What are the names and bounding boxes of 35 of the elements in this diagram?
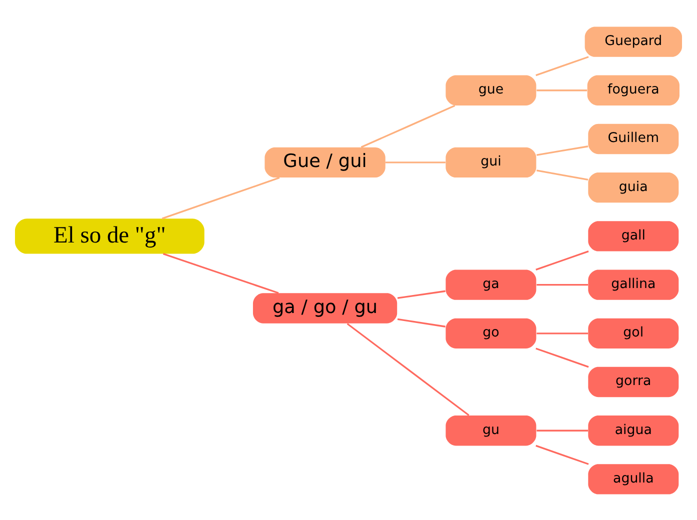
node-box: gorra (588, 366, 679, 397)
node-box: Guepard (584, 26, 682, 56)
connector (536, 145, 588, 156)
node-box: gall (588, 220, 679, 251)
connector (536, 56, 589, 76)
connector (346, 322, 470, 416)
connector (536, 250, 589, 270)
connector (360, 104, 456, 148)
connector (536, 169, 588, 180)
node-box: Gue / gui (264, 146, 386, 178)
node-box: aigua (588, 415, 679, 446)
node-box: gu (446, 415, 536, 446)
connector (162, 252, 279, 294)
node-box: guia (588, 172, 679, 202)
connector (536, 429, 588, 431)
connector (536, 283, 588, 286)
node-box: go (446, 318, 536, 348)
node-box: agulla (588, 464, 679, 494)
node-box: foguera (587, 74, 680, 105)
node-box: ga / go / gu (252, 292, 398, 323)
connector (536, 347, 589, 368)
connector (397, 318, 446, 327)
connector (397, 290, 446, 298)
node-box: gue (446, 74, 536, 105)
connector (385, 161, 446, 163)
connector (536, 444, 589, 464)
node-box: gui (446, 146, 536, 178)
node-box: El so de "g" (14, 218, 204, 254)
node-box: gallina (588, 269, 679, 300)
connector (162, 176, 280, 219)
node-box: ga (446, 269, 536, 300)
node-box: gol (588, 318, 679, 348)
connector (536, 89, 588, 91)
connector (536, 332, 588, 334)
node-box: Guillem (588, 123, 679, 154)
